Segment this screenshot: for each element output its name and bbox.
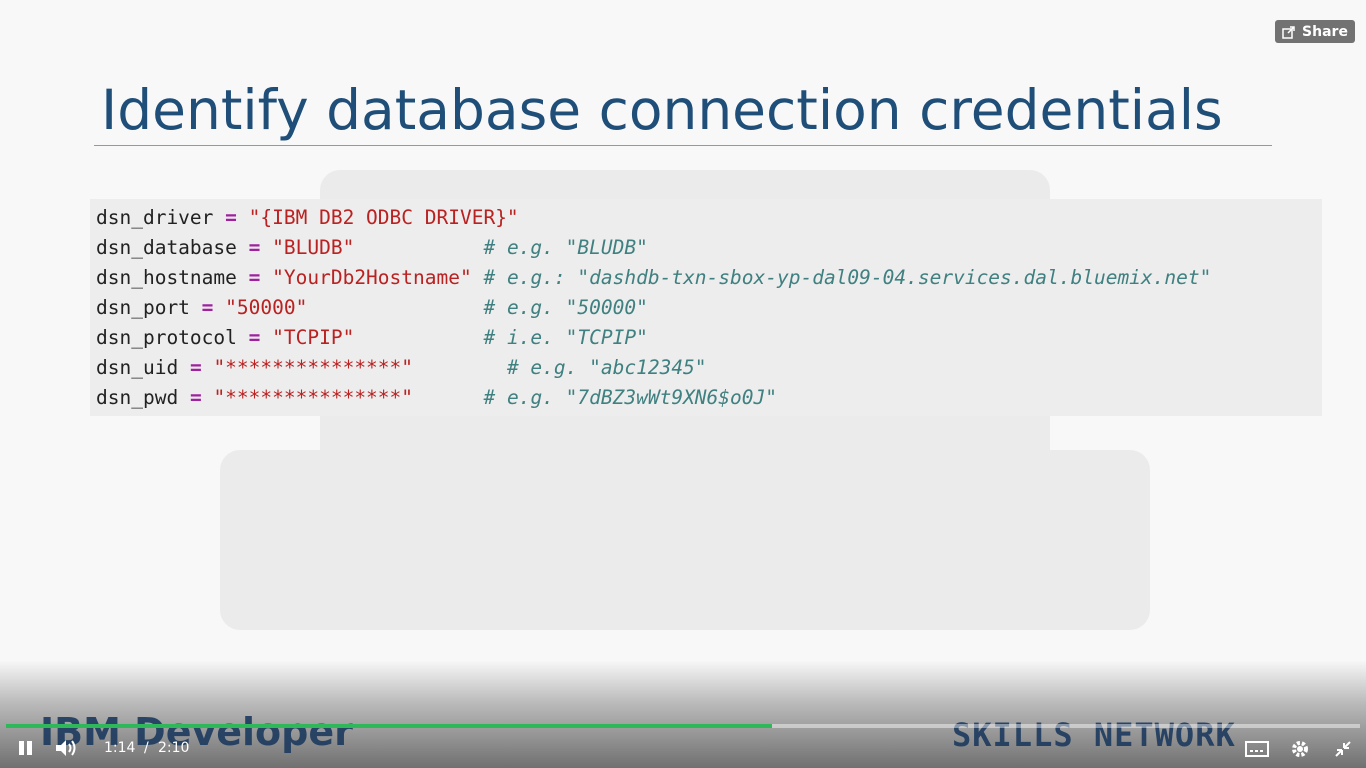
code-variable: dsn_hostname [96,266,237,289]
code-variable: dsn_pwd [96,386,179,409]
brand-logo-skills-network: SKILLS NETWORK [952,716,1236,754]
code-variable: dsn_database [96,236,237,259]
code-comment: # e.g.: "dashdb-txn-sbox-yp-dal09-04.ser… [483,266,1212,289]
code-comment: # e.g. "BLUDB" [483,236,648,259]
code-string: "***************" [213,356,414,379]
code-line: dsn_protocol = "TCPIP" # i.e. "TCPIP" [96,323,648,353]
share-label: Share [1302,23,1348,40]
share-icon [1282,25,1295,39]
settings-icon[interactable] [1290,739,1310,759]
code-line: dsn_driver = "{IBM DB2 ODBC DRIVER}" [96,203,519,233]
code-string: "{IBM DB2 ODBC DRIVER}" [248,206,519,229]
code-line: dsn_database = "BLUDB" # e.g. "BLUDB" [96,233,648,263]
code-comment: # e.g. "abc12345" [506,356,707,379]
code-operator: = [201,296,214,319]
code-operator: = [248,326,261,349]
progress-fill [6,724,773,728]
brand-logo-ibm-developer: IBM Developer [40,710,353,754]
captions-icon[interactable] [1245,740,1269,758]
title-divider [94,145,1272,146]
code-variable: dsn_port [96,296,190,319]
code-line: dsn_uid = "***************" # e.g. "abc1… [96,353,707,383]
time-separator: / [144,740,149,756]
code-operator: = [248,266,261,289]
pause-icon[interactable] [17,740,35,756]
code-operator: = [248,236,261,259]
code-variable: dsn_protocol [96,326,237,349]
progress-bar[interactable] [6,724,1360,728]
current-time: 1:14 [104,740,136,756]
code-variable: dsn_driver [96,206,214,229]
code-operator: = [189,386,202,409]
code-line: dsn_port = "50000" # e.g. "50000" [96,293,648,323]
code-operator: = [225,206,237,229]
code-comment: # e.g. "50000" [483,296,648,319]
code-string: "***************" [213,386,414,409]
code-operator: = [189,356,202,379]
slide-title: Identify database connection credentials [101,78,1223,142]
exit-fullscreen-icon[interactable] [1333,739,1353,759]
code-string: "TCPIP" [272,326,355,349]
code-string: "YourDb2Hostname" [272,266,472,289]
controls-gradient [0,660,1366,768]
code-variable: dsn_uid [96,356,179,379]
code-line: dsn_hostname = "YourDb2Hostname" # e.g.:… [96,263,1211,293]
code-block: dsn_driver = "{IBM DB2 ODBC DRIVER}"dsn_… [90,199,1322,416]
share-button[interactable]: Share [1275,20,1355,43]
code-string: "BLUDB" [272,236,355,259]
duration: 2:10 [158,740,190,756]
code-string: "50000" [225,296,308,319]
code-comment: # e.g. "7dBZ3wWt9XN6$o0J" [483,386,777,409]
code-line: dsn_pwd = "***************" # e.g. "7dBZ… [96,383,777,413]
code-comment: # i.e. "TCPIP" [483,326,648,349]
volume-icon[interactable] [54,738,78,758]
